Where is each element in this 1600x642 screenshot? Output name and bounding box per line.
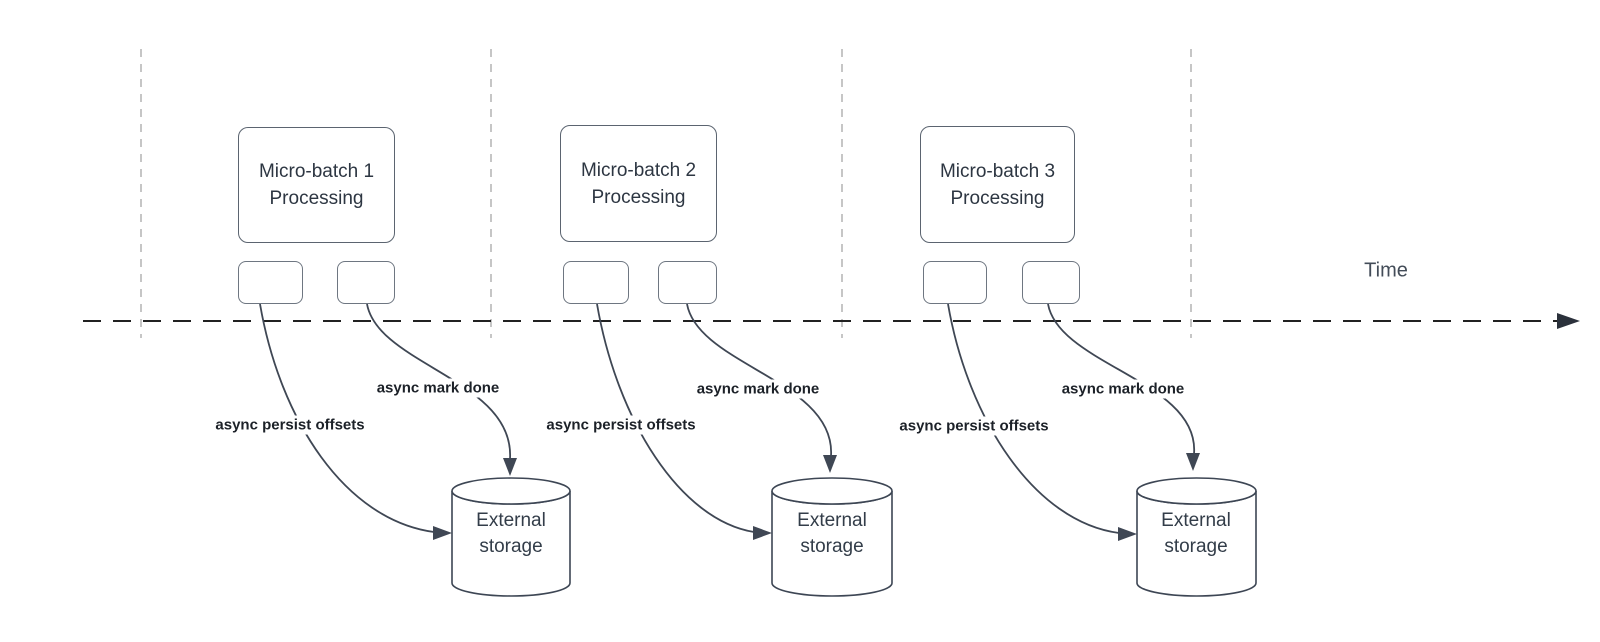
external-storage-label-line1: External (476, 510, 546, 531)
mark-done-arrowhead-1 (503, 458, 517, 476)
micro-batch-box-3: Micro-batch 3 Processing (920, 126, 1075, 243)
micro-batch-box-2: Micro-batch 2 Processing (560, 125, 717, 242)
persist-offsets-label-3: async persist offsets (895, 416, 1053, 436)
persist-offsets-arrowhead-2 (753, 526, 772, 540)
micro-batch-title-line2: Processing (591, 186, 686, 208)
persist-offsets-label-1: async persist offsets (211, 415, 369, 435)
mark-done-arrow-3 (1047, 303, 1195, 455)
mark-done-task-box-3 (1022, 261, 1080, 304)
time-axis-label: Time (1364, 259, 1408, 282)
external-storage-label-line1: External (797, 510, 867, 531)
persist-offsets-arrow-1 (259, 303, 435, 533)
mark-done-arrow-1 (366, 303, 511, 460)
mark-done-label-2: async mark done (692, 379, 824, 399)
mark-done-task-box-1 (337, 261, 395, 304)
micro-batch-title-line1: Micro-batch 1 (258, 161, 375, 182)
micro-batch-title-line2: Processing (269, 188, 364, 209)
external-storage-label-line2: storage (1164, 536, 1228, 557)
external-storage-cylinder-top-1 (451, 477, 571, 505)
persist-offsets-arrowhead-3 (1118, 527, 1137, 541)
mark-done-label-3: async mark done (1057, 379, 1189, 399)
persist-offsets-task-box-3 (923, 261, 987, 304)
external-storage-cylinder-top-2 (771, 477, 893, 505)
external-storage-label-line2: storage (479, 536, 543, 557)
external-storage-label-line1: External (1161, 510, 1231, 531)
mark-done-task-box-2 (658, 261, 717, 304)
mark-done-arrowhead-3 (1186, 453, 1200, 471)
persist-offsets-arrowhead-1 (433, 526, 452, 540)
external-storage-label-1: External storage (441, 508, 581, 560)
persist-offsets-task-box-1 (238, 261, 303, 304)
external-storage-label-3: External storage (1126, 508, 1266, 560)
persist-offsets-label-2: async persist offsets (542, 415, 700, 435)
external-storage-label-2: External storage (762, 508, 902, 560)
micro-batch-box-1: Micro-batch 1 Processing (238, 127, 395, 243)
persist-offsets-arrow-2 (596, 303, 755, 533)
micro-batch-title-line1: Micro-batch 3 (939, 160, 1056, 182)
mark-done-label-1: async mark done (372, 378, 504, 398)
mark-done-arrow-2 (686, 303, 832, 457)
persist-offsets-task-box-2 (563, 261, 629, 304)
micro-batch-title-line1: Micro-batch 2 (580, 159, 697, 181)
mark-done-arrowhead-2 (823, 455, 837, 473)
external-storage-label-line2: storage (800, 536, 864, 557)
external-storage-cylinder-top-3 (1136, 477, 1257, 505)
time-axis-arrowhead (1557, 313, 1580, 329)
micro-batch-title-line2: Processing (950, 187, 1045, 209)
persist-offsets-arrow-3 (947, 303, 1120, 534)
